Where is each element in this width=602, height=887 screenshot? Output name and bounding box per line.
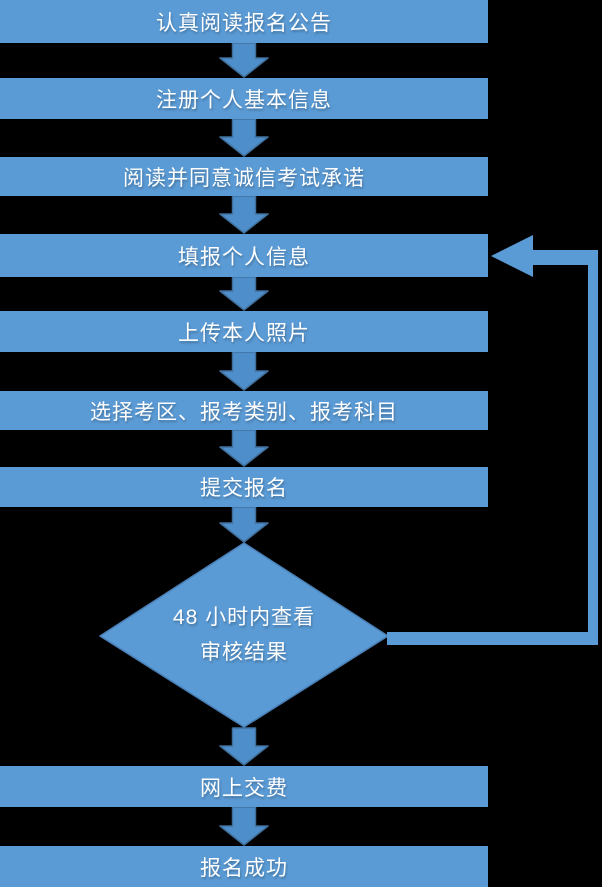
decision-label-line2: 审核结果 [200, 641, 288, 664]
step-box-fill-personal-info: 填报个人信息 [0, 234, 488, 277]
down-arrow-icon [219, 351, 269, 391]
feedback-connector-bottom-segment [387, 632, 598, 645]
step-box-registration-success: 报名成功 [0, 846, 488, 887]
down-arrow-icon [219, 276, 269, 311]
down-arrow-icon [219, 506, 269, 543]
decision-diamond-label: 48 小时内查看 审核结果 [100, 597, 388, 673]
down-arrow-icon [219, 727, 269, 766]
feedback-connector-top-segment [533, 250, 598, 265]
step-box-read-announcement: 认真阅读报名公告 [0, 0, 488, 43]
down-arrow-icon [219, 806, 269, 846]
step-box-submit-registration: 提交报名 [0, 467, 488, 507]
down-arrow-icon [219, 195, 269, 234]
down-arrow-icon [219, 42, 269, 78]
decision-diamond [99, 542, 389, 728]
down-arrow-icon [219, 118, 269, 157]
feedback-connector-vertical-segment [588, 250, 598, 645]
step-box-select-exam-options: 选择考区、报考类别、报考科目 [0, 391, 488, 430]
down-arrow-icon [219, 429, 269, 467]
step-box-upload-photo: 上传本人照片 [0, 311, 488, 352]
step-box-register-basic-info: 注册个人基本信息 [0, 78, 488, 119]
step-box-agree-integrity-pledge: 阅读并同意诚信考试承诺 [0, 157, 488, 196]
decision-label-line1: 48 小时内查看 [172, 606, 316, 629]
step-box-pay-online: 网上交费 [0, 766, 488, 807]
feedback-arrowhead-left-icon [491, 235, 533, 277]
